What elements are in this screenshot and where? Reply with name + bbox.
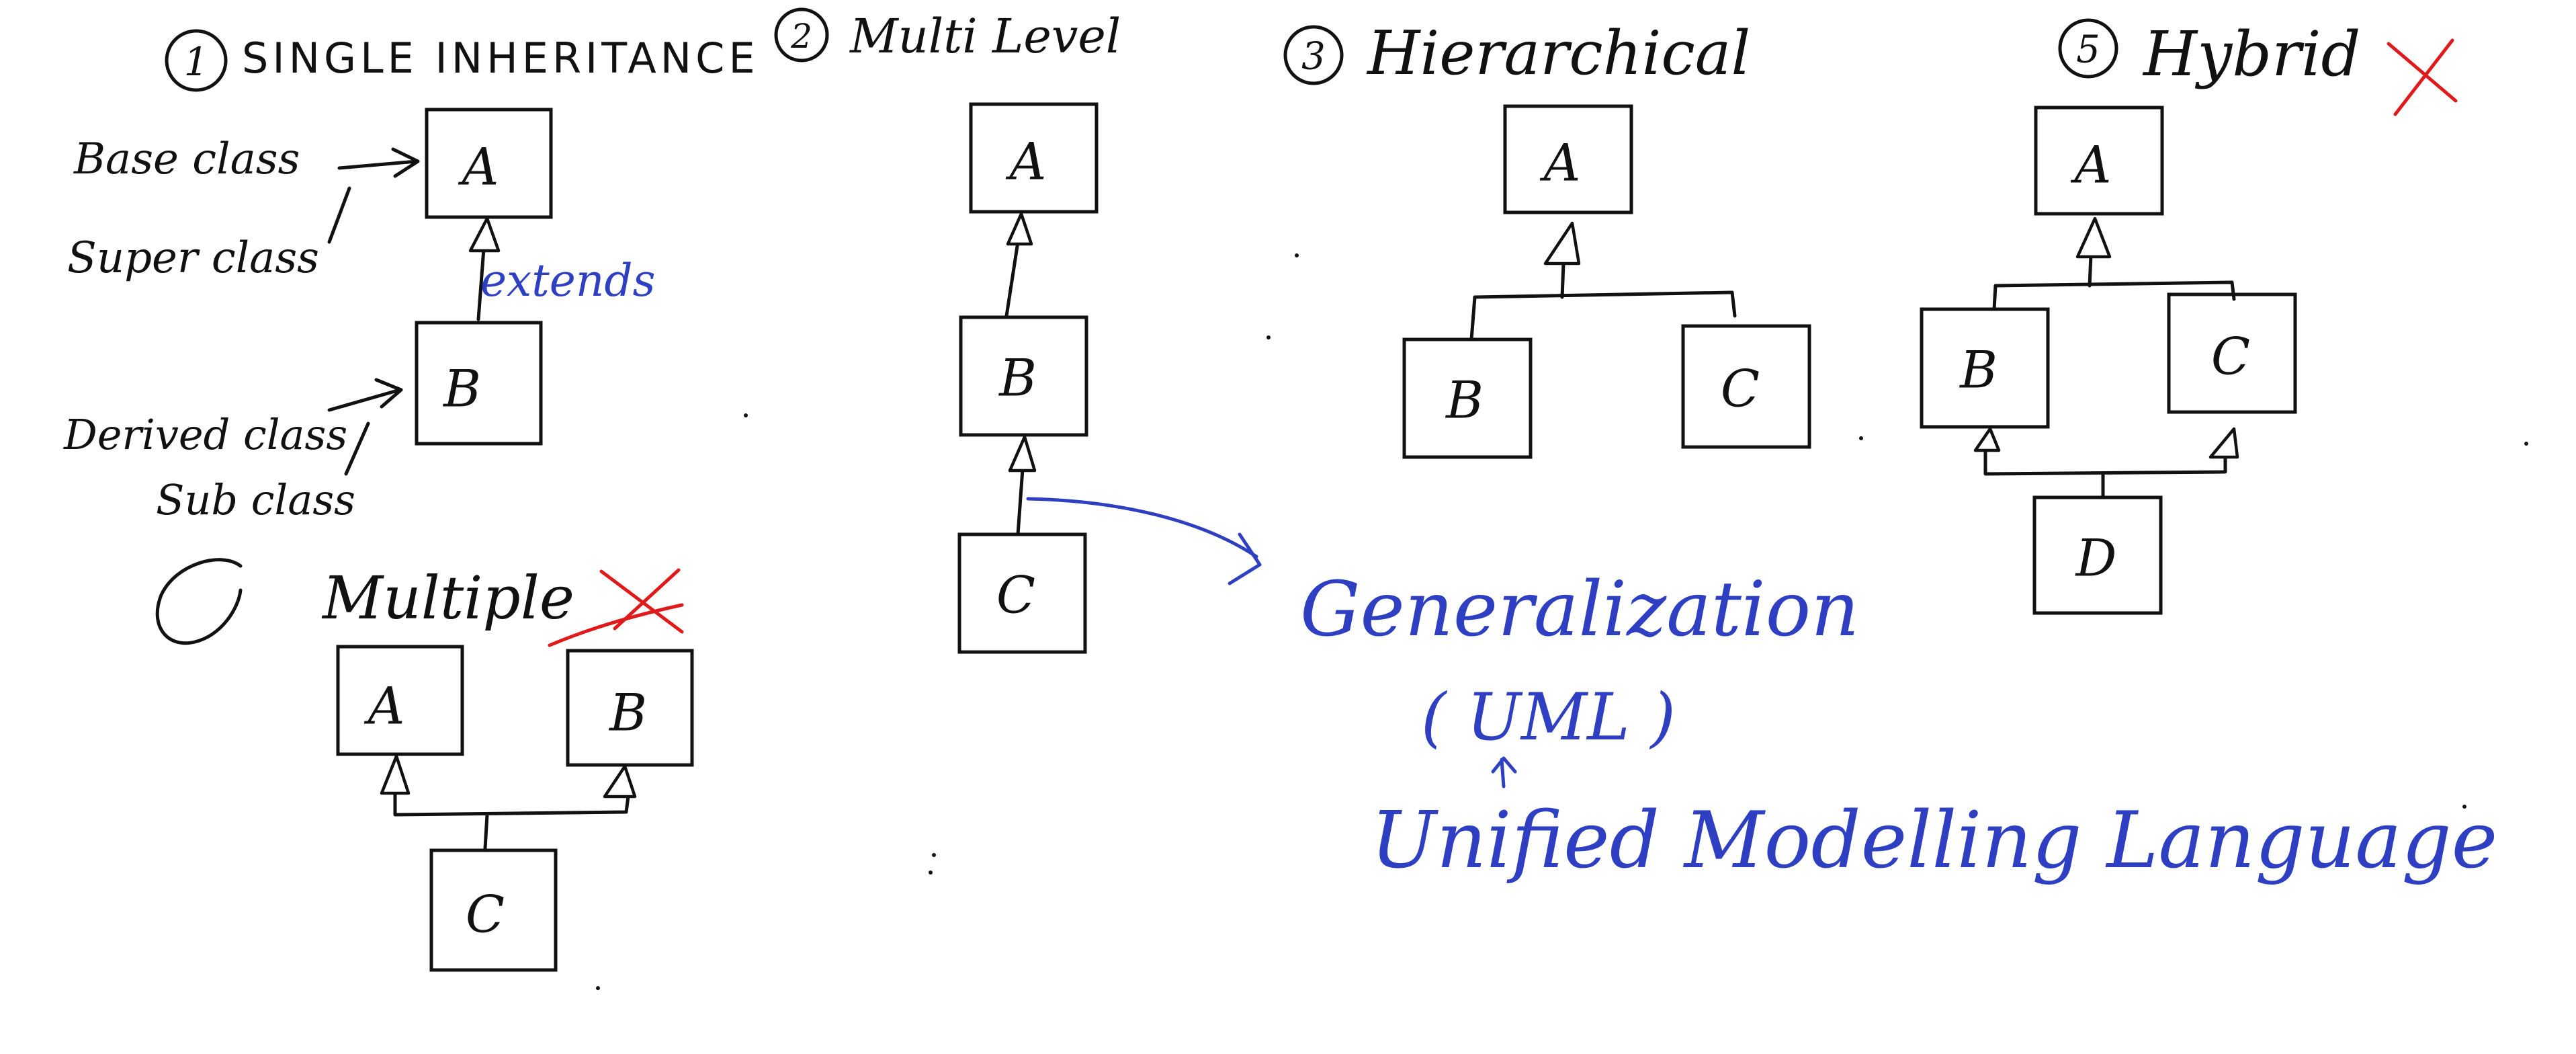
uml-notes: Generalization ( UML ) Unified Modelling…: [1300, 566, 2497, 886]
multiple-inheritance-section: Multiple A B C: [155, 558, 694, 972]
inheritance-connector: [1469, 261, 1737, 341]
class-label: B: [998, 348, 1037, 408]
hybrid-inheritance-section: 5 Hybrid A B C D: [1920, 18, 2458, 615]
multilevel-inheritance-section: 2 Multi Level A B C: [774, 7, 1262, 654]
class-box-b: [566, 649, 694, 767]
inheritance-line: [1004, 240, 1020, 318]
class-box-a: [2034, 106, 2164, 216]
inheritance-arrowhead: [2208, 427, 2239, 459]
stray-dots: [596, 253, 2528, 990]
generalization-note: Generalization: [1300, 566, 1859, 653]
class-label: A: [1540, 133, 1581, 193]
pointer-arrowhead: [1228, 532, 1262, 585]
inheritance-arrowhead: [468, 216, 501, 253]
pointer-arrow: [327, 378, 403, 412]
inheritance-arrowhead: [1973, 427, 2001, 452]
section-title: Multi Level: [849, 9, 1121, 64]
super-class-label: Super class: [67, 233, 319, 283]
class-box-a: [969, 102, 1099, 214]
class-box-d: [2032, 495, 2163, 615]
section-number-circle: [1283, 25, 1344, 85]
class-box-b: [1920, 307, 2050, 429]
class-box-a: [1503, 104, 1633, 214]
class-label: A: [2071, 135, 2112, 195]
class-label: A: [1006, 132, 1047, 192]
class-label: C: [2211, 327, 2250, 387]
class-label: D: [2075, 528, 2117, 588]
class-box-c: [957, 532, 1087, 654]
inheritance-arrowhead: [380, 754, 411, 795]
class-box-a: [425, 108, 553, 219]
inheritance-connector: [1983, 448, 2227, 498]
pointer-arrow: [1491, 756, 1517, 788]
inheritance-connector: [393, 788, 630, 850]
inheritance-arrowhead: [1008, 435, 1037, 473]
extends-label: extends: [480, 255, 656, 307]
rejected-cross: [599, 568, 684, 634]
class-label: C: [996, 565, 1035, 625]
class-box-b: [415, 321, 543, 446]
section-number-circle: [155, 558, 243, 645]
section-title: Hierarchical: [1366, 18, 1750, 89]
rejected-cross: [2387, 38, 2458, 116]
sub-class-label: Sub class: [156, 475, 355, 524]
hierarchical-inheritance-section: 3 Hierarchical A B C: [1283, 18, 1811, 459]
uml-note: ( UML ): [1421, 680, 1676, 755]
class-box-b: [959, 315, 1088, 437]
derived-class-label: Derived class: [63, 410, 347, 459]
class-box-c: [429, 848, 558, 972]
class-box-c: [2167, 292, 2297, 414]
class-box-b: [1402, 337, 1533, 459]
class-box-c: [1681, 324, 1811, 449]
class-box-a: [336, 645, 464, 756]
section-number-circle: [165, 29, 228, 92]
section-number: 1: [184, 39, 209, 85]
section-number: 3: [1301, 35, 1326, 79]
separator-slash: [327, 186, 351, 244]
inheritance-arrowhead: [1543, 221, 1581, 266]
pointer-arrow: [337, 147, 420, 178]
inheritance-connector: [1992, 253, 2236, 311]
base-class-label: Base class: [73, 134, 300, 184]
section-number: 5: [2076, 28, 2100, 72]
inheritance-arrowhead: [2075, 216, 2112, 259]
class-label: C: [1721, 359, 1760, 419]
section-number-circle: [774, 7, 829, 63]
class-label: B: [1445, 370, 1484, 430]
rejected-strikethrough: [548, 603, 684, 647]
class-label: A: [458, 137, 499, 197]
section-number: 2: [790, 17, 812, 56]
uml-expanded-note: Unified Modelling Language: [1371, 795, 2497, 886]
section-title: Multiple: [321, 563, 574, 633]
inheritance-arrowhead: [603, 764, 637, 799]
separator-slash: [344, 421, 370, 476]
class-label: B: [442, 359, 481, 419]
generalization-pointer: [1026, 497, 1258, 559]
inheritance-arrowhead: [1006, 212, 1033, 246]
class-label: B: [1959, 340, 1998, 400]
inheritance-line: [476, 247, 486, 321]
class-label: B: [608, 683, 647, 743]
section-title: Hybrid: [2142, 18, 2360, 90]
section-title: SINGLE INHERITANCE: [242, 34, 759, 83]
class-label: C: [466, 885, 505, 944]
inheritance-line: [1016, 467, 1025, 536]
single-inheritance-section: 1 SINGLE INHERITANCE A B Base class Supe…: [63, 29, 759, 524]
section-number-circle: [2058, 18, 2118, 79]
class-label: A: [364, 676, 405, 736]
